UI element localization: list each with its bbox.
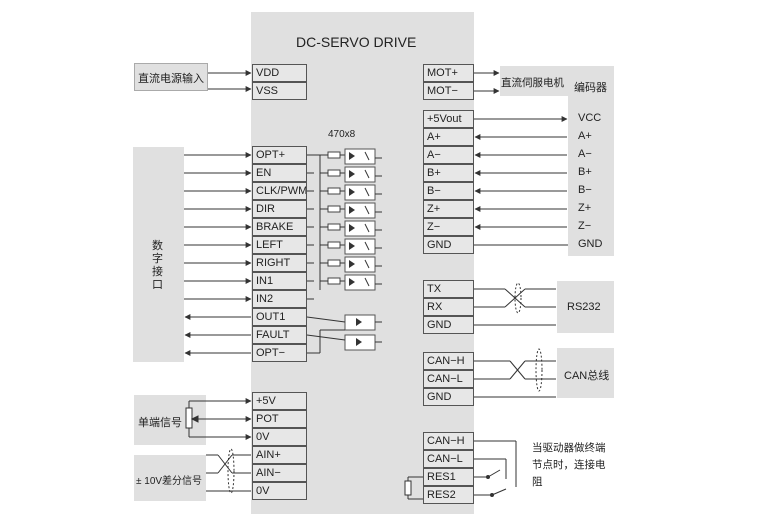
digital-interface-label: 数字接口 <box>152 240 163 291</box>
pin-can-h: CAN−H <box>423 352 474 370</box>
motor-label: 直流伺服电机 <box>501 77 564 89</box>
pin-ain-minus: AIN− <box>252 464 307 482</box>
pin-in2: IN2 <box>252 290 307 308</box>
pin-left: LEFT <box>252 236 307 254</box>
pin-res2: RES2 <box>423 486 474 504</box>
enc-signal-vcc: VCC <box>578 112 602 124</box>
pin-term-can-h: CAN−H <box>423 432 474 450</box>
enc-signal-b-plus: B+ <box>578 166 592 178</box>
rs232-box <box>557 281 614 333</box>
can-bus-box <box>557 348 614 398</box>
pin-out1: OUT1 <box>252 308 307 326</box>
pin-enc-gnd: GND <box>423 236 474 254</box>
pin-clk-pwm: CLK/PWM <box>252 182 307 200</box>
pin-dir: DIR <box>252 200 307 218</box>
power-source-label: 直流电源输入 <box>138 73 204 85</box>
pin-can-l: CAN−L <box>423 370 474 388</box>
enc-signal-a-minus: A− <box>578 148 592 160</box>
encoder-label: 编码器 <box>574 82 607 94</box>
pin-opt-plus: OPT+ <box>252 146 307 164</box>
single-signal-label: 单端信号 <box>138 417 182 429</box>
pin-enc-a-minus: A− <box>423 146 474 164</box>
drive-title: DC-SERVO DRIVE <box>296 34 417 50</box>
pin-right: RIGHT <box>252 254 307 272</box>
pin-fault: FAULT <box>252 326 307 344</box>
pin-brake: BRAKE <box>252 218 307 236</box>
pin-en: EN <box>252 164 307 182</box>
enc-signal-z-minus: Z− <box>578 220 592 232</box>
enc-signal-a-plus: A+ <box>578 130 592 142</box>
encoder-box <box>568 66 614 256</box>
pin-enc-z-plus: Z+ <box>423 200 474 218</box>
rs232-label: RS232 <box>567 301 601 313</box>
pin-rs232-gnd: GND <box>423 316 474 334</box>
motor-box <box>500 66 568 96</box>
enc-signal-b-minus: B− <box>578 184 592 196</box>
diff-signal-label: ± 10V差分信号 <box>136 476 203 487</box>
pin-0v-a: 0V <box>252 428 307 446</box>
pin-rs232-rx: RX <box>423 298 474 316</box>
pin-enc-z-minus: Z− <box>423 218 474 236</box>
pin-enc-b-minus: B− <box>423 182 474 200</box>
pin-can-gnd: GND <box>423 388 474 406</box>
pin-rs232-tx: TX <box>423 280 474 298</box>
pin-pot: POT <box>252 410 307 428</box>
pin-ain-plus: AIN+ <box>252 446 307 464</box>
pin-enc-a-plus: A+ <box>423 128 474 146</box>
pin-enc-5vout: +5Vout <box>423 110 474 128</box>
diff-signal-box <box>134 455 206 501</box>
pin-in1: IN1 <box>252 272 307 290</box>
pin-mot-minus: MOT− <box>423 82 474 100</box>
termination-note: 当驱动器做终端节点时，连接电阻 <box>532 442 606 488</box>
pin-term-can-l: CAN−L <box>423 450 474 468</box>
pin-mot-plus: MOT+ <box>423 64 474 82</box>
pin-enc-b-plus: B+ <box>423 164 474 182</box>
opto-label: 470x8 <box>328 129 356 140</box>
enc-signal-gnd: GND <box>578 238 603 250</box>
pin-5v: +5V <box>252 392 307 410</box>
pin-0v-b: 0V <box>252 482 307 500</box>
pin-res1: RES1 <box>423 468 474 486</box>
pin-opt-minus: OPT− <box>252 344 307 362</box>
enc-signal-z-plus: Z+ <box>578 202 592 214</box>
pin-vss: VSS <box>252 82 307 100</box>
power-source-box <box>134 63 208 91</box>
pin-vdd: VDD <box>252 64 307 82</box>
digital-interface-box <box>133 147 184 362</box>
can-bus-label: CAN总线 <box>564 370 610 382</box>
